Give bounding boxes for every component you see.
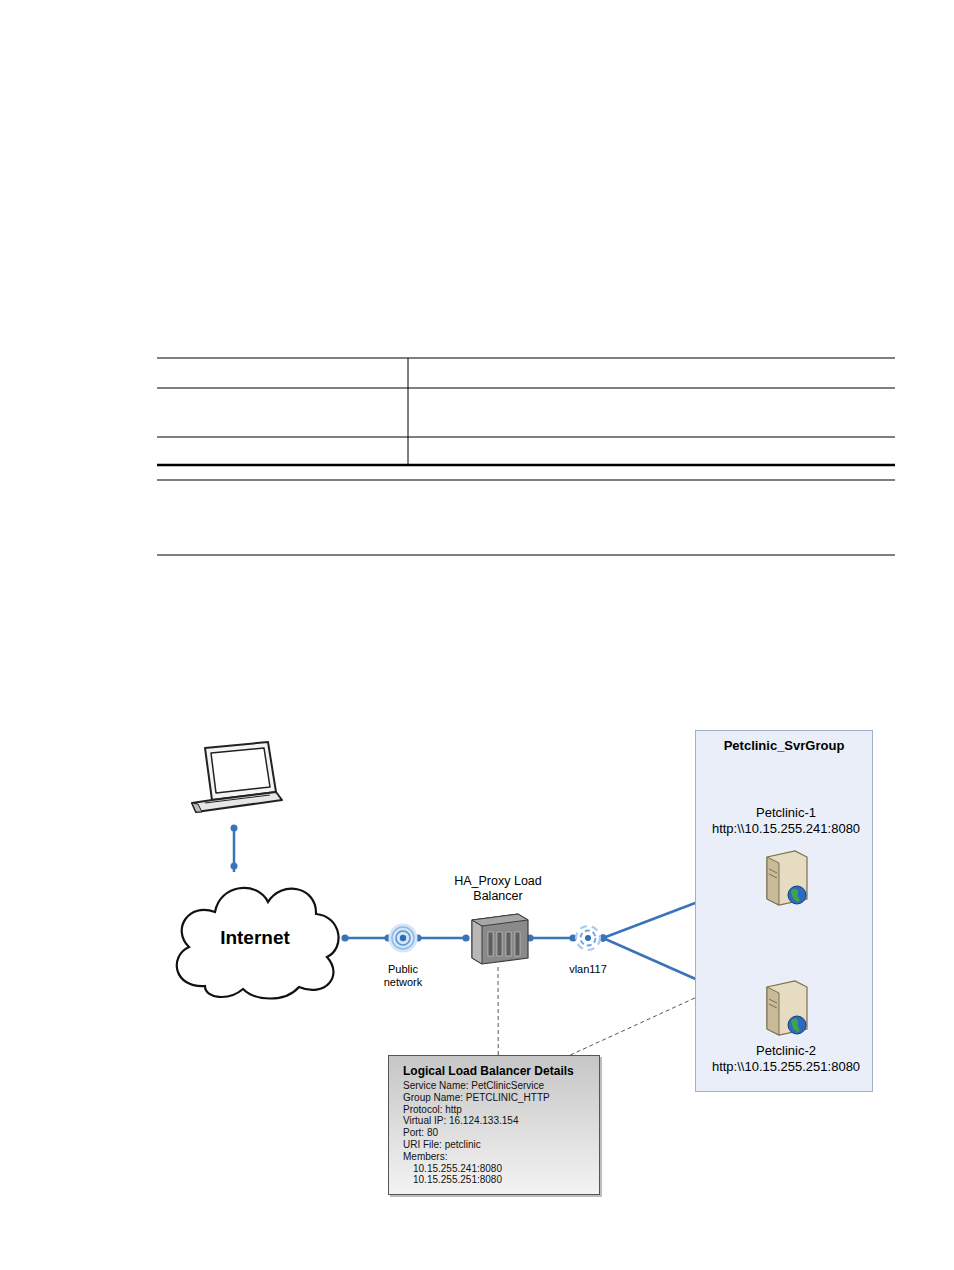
ring [585,935,591,941]
radio-outline [388,923,418,953]
network-link [418,937,466,940]
node-label: Petclinic-2 http:\\10.15.255.251:8080 [700,1043,872,1074]
drive-bay [769,874,777,878]
node-label: vlan117 [556,963,620,976]
device-slot [497,932,502,956]
device-slot [515,932,520,956]
server-outline [761,979,811,1037]
tower-front [767,987,779,1035]
callout-line: Port: 80 [403,1127,589,1139]
server-group: Petclinic_SvrGroupPetclinic-1 http:\\10.… [695,730,873,1092]
callout-line: Protocol: http [403,1104,589,1116]
node-label: Public network [371,963,435,989]
server-outline [761,849,811,907]
server-tower [767,851,807,905]
network-icon: vlan117 [573,923,603,953]
leader-line [570,998,695,1055]
drive-bay [769,999,777,1003]
vlan-rings [576,926,600,950]
details-callout: Logical Load Balancer DetailsService Nam… [388,1055,600,1195]
ring [576,926,600,950]
lb-outline [466,912,530,964]
network-icon: Public network [388,923,418,953]
device-top [472,914,528,926]
globe-land [791,889,799,902]
device-slot [488,932,493,956]
callout-heading: Logical Load Balancer Details [403,1064,589,1078]
ring [392,927,414,949]
callout-line: Virtual IP: 16.124.133.154 [403,1115,589,1127]
ring [389,924,418,953]
empty-table [157,358,895,465]
device-front [472,920,482,964]
network-link [345,937,388,940]
ring [400,935,406,941]
tower-case [767,981,807,1035]
tower-case [767,851,807,905]
network-link [530,937,573,940]
device-slot [506,932,511,956]
node-label: HA_Proxy Load Balancer [443,874,553,904]
callout-line: Service Name: PetClinicService [403,1080,589,1092]
radio-rings [389,924,418,953]
callout-line: 10.15.255.251:8080 [403,1174,589,1186]
device-case [472,914,528,964]
device-body [472,914,528,964]
server-box: Petclinic-2 http:\\10.15.255.251:8080 [761,979,811,1037]
server-box: Petclinic-1 http:\\10.15.255.241:8080 [761,849,811,907]
globe-land [791,1019,799,1032]
laptop-wire [231,825,238,873]
node-label: Internet [165,874,345,1002]
callout-line: URI File: petclinic [403,1139,589,1151]
note-rules [157,480,895,555]
ring [396,931,410,945]
cloud-shape: Internet [165,874,345,1002]
drive-bay [769,1004,777,1008]
drive-bay [769,869,777,873]
tower-front [767,857,779,905]
callout-line: Members: [403,1151,589,1163]
globe [788,886,806,904]
server-tower [767,981,807,1035]
laptop-icon [192,742,282,812]
callout-line: 10.15.255.241:8080 [403,1163,589,1175]
load-balancer: HA_Proxy Load Balancer [466,912,530,964]
globe [788,1016,806,1034]
leader-line [498,964,499,1055]
node-label: Petclinic-1 http:\\10.15.255.241:8080 [700,805,872,836]
callout-line: Group Name: PETCLINIC_HTTP [403,1092,589,1104]
ring [581,931,596,946]
vlan-outline [573,923,603,953]
group-title: Petclinic_SvrGroup [696,731,872,753]
